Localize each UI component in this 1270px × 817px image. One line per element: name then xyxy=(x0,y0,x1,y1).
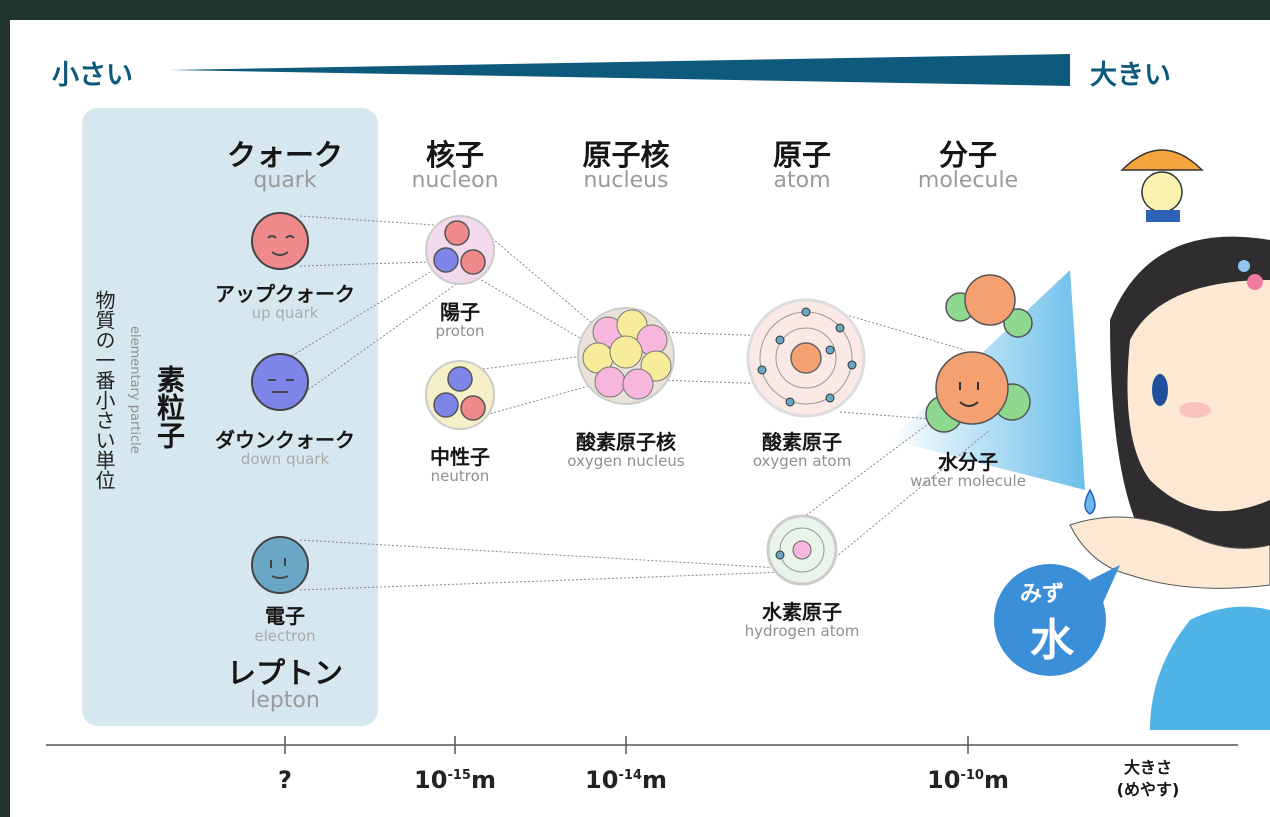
proton-icon xyxy=(425,215,495,285)
axis-label-2-exp: -14 xyxy=(618,768,642,783)
axis-label-0: ? xyxy=(278,766,292,794)
connector-lines xyxy=(284,215,991,591)
mini-character-illustration xyxy=(1120,149,1204,222)
label-oxygen-nucleus-en: oxygen nucleus xyxy=(567,452,685,470)
axis-size-label-line2: (めやす) xyxy=(1116,780,1180,799)
label-neutron-jp: 中性子 xyxy=(430,445,490,469)
neutron-icon xyxy=(425,360,495,430)
heading-lepton-en: lepton xyxy=(250,688,320,713)
label-oxygen-nucleus-jp: 酸素原子核 xyxy=(576,430,676,454)
heading-nucleon-jp: 核子 xyxy=(425,138,485,172)
water-drop-icon xyxy=(1084,488,1096,515)
heading-quark-jp: クォーク xyxy=(226,138,344,172)
axis-size-label-line1: 大きさ xyxy=(1123,758,1173,777)
speech-bubble xyxy=(994,564,1120,676)
label-up-quark-en: up quark xyxy=(251,304,319,322)
girl-character-illustration xyxy=(1069,236,1270,730)
label-oxygen-atom-en: oxygen atom xyxy=(752,452,852,470)
electron-icon xyxy=(251,536,309,594)
axis-label-1-exp: -15 xyxy=(447,768,471,783)
down-quark-icon xyxy=(251,353,309,411)
speech-kanji: 水 xyxy=(1030,615,1074,666)
size-scale-wedge xyxy=(170,54,1070,86)
label-neutron-en: neutron xyxy=(430,467,490,485)
heading-atom-jp: 原子 xyxy=(772,138,832,172)
label-water-molecule-en: water molecule xyxy=(910,472,1026,490)
axis-label-3-unit: m xyxy=(983,766,1009,794)
elementary-particle-panel xyxy=(82,108,378,726)
water-molecule-small-icon xyxy=(945,274,1033,338)
elementary-title-jp: 素粒子 xyxy=(153,365,186,449)
axis-label-2: 10-14m xyxy=(585,766,667,794)
particle-diagram xyxy=(46,149,1270,754)
label-hydrogen-atom-jp: 水素原子 xyxy=(762,600,842,624)
heading-molecule-en: molecule xyxy=(917,168,1019,193)
heading-nucleus-en: nucleus xyxy=(583,168,669,193)
label-down-quark-en: down quark xyxy=(240,450,330,468)
axis-label-0-base: ? xyxy=(278,766,292,794)
label-hydrogen-atom-en: hydrogen atom xyxy=(744,622,860,640)
axis-label-1-base: 10 xyxy=(414,766,448,794)
axis-label-3-exp: -10 xyxy=(960,768,984,783)
axis-label-2-unit: m xyxy=(641,766,667,794)
label-water-molecule-jp: 水分子 xyxy=(938,450,998,474)
label-oxygen-atom-jp: 酸素原子 xyxy=(762,430,842,454)
axis-label-3-base: 10 xyxy=(927,766,961,794)
label-electron-jp: 電子 xyxy=(265,604,305,628)
heading-nucleus-jp: 原子核 xyxy=(582,138,670,172)
size-axis xyxy=(46,736,1238,754)
heading-nucleon-en: nucleon xyxy=(411,168,499,193)
elementary-title-en: elementary particle xyxy=(127,326,142,454)
axis-label-3: 10-10m xyxy=(927,766,1009,794)
label-proton-jp: 陽子 xyxy=(440,300,480,324)
label-electron-en: electron xyxy=(254,627,316,645)
heading-quark-en: quark xyxy=(253,168,317,193)
label-proton-en: proton xyxy=(435,322,485,340)
scale-small-label: 小さい xyxy=(52,60,133,91)
label-down-quark-jp: ダウンクォーク xyxy=(215,428,355,452)
axis-label-2-base: 10 xyxy=(585,766,619,794)
water-molecule-icon xyxy=(925,351,1031,433)
axis-label-1: 10-15m xyxy=(414,766,496,794)
heading-atom-en: atom xyxy=(773,168,831,193)
up-quark-icon xyxy=(251,212,309,270)
label-up-quark-jp: アップクォーク xyxy=(215,282,355,306)
heading-molecule-jp: 分子 xyxy=(938,138,998,172)
elementary-description: 物質の一番小さい単位 xyxy=(92,290,116,490)
axis-label-1-unit: m xyxy=(470,766,496,794)
oxygen-atom-icon xyxy=(746,298,866,418)
oxygen-nucleus-icon xyxy=(577,307,675,405)
speech-reading: みず xyxy=(1019,582,1065,607)
diagram-canvas: 小さい 大きい 物質の一番小さい単位 elementary particle 素… xyxy=(10,20,1270,817)
scale-large-label: 大きい xyxy=(1090,60,1171,91)
hydrogen-atom-icon xyxy=(766,514,838,586)
heading-lepton-jp: レプトン xyxy=(226,656,344,690)
